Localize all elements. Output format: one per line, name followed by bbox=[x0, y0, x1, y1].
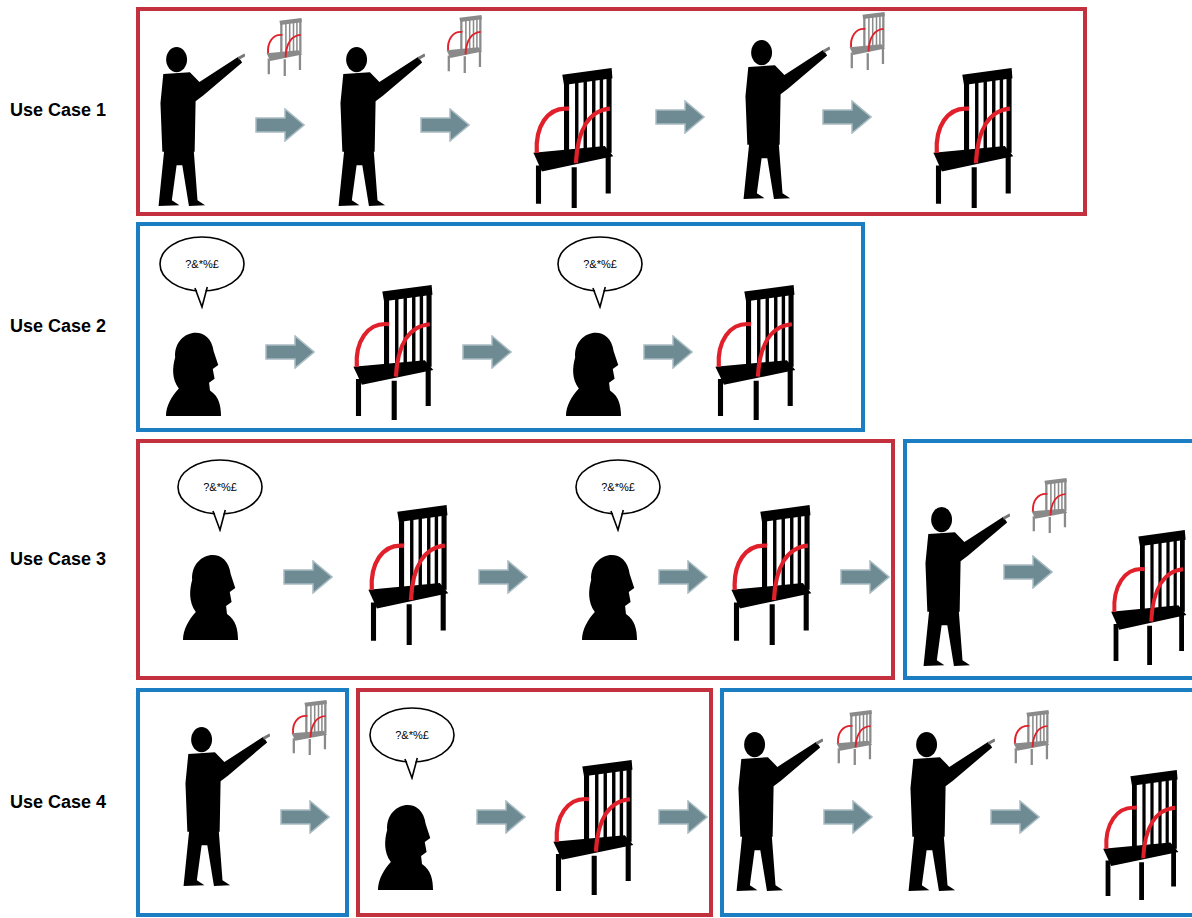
speech-text: ?&*%£ bbox=[583, 258, 617, 270]
speech-bubble: ?&*%£ bbox=[556, 235, 644, 309]
flow-arrow bbox=[644, 336, 692, 368]
row-label: Use Case 2 bbox=[10, 316, 106, 337]
flow-arrow bbox=[477, 801, 525, 833]
pointing-person bbox=[924, 507, 1010, 666]
speech-bubble: ?&*%£ bbox=[368, 706, 456, 780]
frame-red bbox=[138, 441, 893, 678]
target-chair bbox=[1014, 710, 1050, 765]
flow-arrow bbox=[991, 801, 1039, 833]
child-head bbox=[183, 555, 238, 640]
flow-arrow bbox=[281, 801, 329, 833]
flow-arrow bbox=[656, 101, 704, 133]
bubble-outline bbox=[574, 458, 662, 532]
flow-arrow bbox=[284, 561, 332, 593]
target-chair bbox=[837, 710, 873, 765]
target-chair bbox=[292, 700, 328, 755]
pointing-person bbox=[159, 47, 245, 206]
row-label: Use Case 1 bbox=[10, 100, 106, 121]
flow-arrow bbox=[659, 561, 707, 593]
child-head bbox=[582, 555, 637, 640]
row-label: Use Case 4 bbox=[10, 792, 106, 813]
bubble-tail-fill bbox=[405, 754, 417, 778]
speech-text: ?&*%£ bbox=[395, 729, 429, 741]
bubble-tail bbox=[195, 287, 207, 307]
speech-bubble: ?&*%£ bbox=[574, 458, 662, 532]
pointing-person bbox=[744, 40, 830, 199]
pointing-person bbox=[737, 732, 823, 891]
speech-bubble: ?&*%£ bbox=[158, 235, 246, 309]
frame-red bbox=[138, 9, 1085, 214]
child-head bbox=[166, 333, 221, 416]
chair bbox=[1103, 770, 1178, 900]
bubble-body: ?&*%£ bbox=[176, 458, 264, 516]
target-chair bbox=[267, 18, 303, 76]
child-head bbox=[566, 333, 621, 416]
pointing-person bbox=[184, 727, 270, 886]
target-chair bbox=[447, 15, 483, 73]
bubble-tail-fill bbox=[611, 506, 623, 530]
flow-arrow bbox=[659, 801, 707, 833]
flow-arrow bbox=[479, 561, 527, 593]
chair bbox=[731, 505, 811, 645]
flow-arrow bbox=[823, 101, 871, 133]
bubble-body: ?&*%£ bbox=[158, 235, 246, 293]
frame-blue bbox=[138, 224, 863, 430]
target-chair bbox=[850, 12, 886, 70]
flow-arrow bbox=[841, 561, 889, 593]
flow-arrow bbox=[1004, 556, 1052, 588]
frame-red bbox=[358, 690, 711, 915]
pointing-person bbox=[909, 732, 995, 891]
bubble-ellipse bbox=[160, 237, 244, 291]
bubble-tail bbox=[611, 510, 623, 530]
speech-text: ?&*%£ bbox=[185, 258, 219, 270]
speech-bubble: ?&*%£ bbox=[176, 458, 264, 532]
bubble-ellipse bbox=[178, 460, 262, 514]
bubble-body: ?&*%£ bbox=[556, 235, 644, 293]
row-label: Use Case 3 bbox=[10, 549, 106, 570]
speech-text: ?&*%£ bbox=[203, 481, 237, 493]
chair bbox=[933, 68, 1013, 208]
bubble-tail-fill bbox=[593, 283, 605, 307]
chair bbox=[368, 505, 448, 645]
bubble-tail bbox=[405, 758, 417, 778]
flow-arrow bbox=[824, 801, 872, 833]
bubble-outline bbox=[556, 235, 644, 309]
speech-text: ?&*%£ bbox=[601, 481, 635, 493]
bubble-outline bbox=[176, 458, 264, 532]
bubble-body: ?&*%£ bbox=[368, 706, 456, 764]
bubble-ellipse bbox=[576, 460, 660, 514]
pointing-person bbox=[339, 47, 425, 206]
bubble-tail-fill bbox=[195, 283, 207, 307]
frame-blue bbox=[138, 690, 347, 915]
bubble-tail bbox=[593, 287, 605, 307]
bubble-ellipse bbox=[558, 237, 642, 291]
bubble-tail-fill bbox=[213, 506, 225, 530]
frame-blue bbox=[905, 441, 1192, 678]
chair bbox=[715, 285, 795, 420]
bubble-tail bbox=[213, 510, 225, 530]
child-head bbox=[378, 805, 433, 890]
chair bbox=[533, 68, 613, 208]
bubble-outline bbox=[368, 706, 456, 780]
chair bbox=[1111, 530, 1186, 665]
chair bbox=[353, 285, 433, 420]
chair bbox=[553, 760, 633, 895]
flow-arrow bbox=[256, 109, 304, 141]
frame-blue bbox=[722, 690, 1192, 915]
bubble-body: ?&*%£ bbox=[574, 458, 662, 516]
flow-arrow bbox=[463, 336, 511, 368]
bubble-outline bbox=[158, 235, 246, 309]
flow-arrow bbox=[266, 336, 314, 368]
flow-arrow bbox=[421, 109, 469, 141]
target-chair bbox=[1032, 478, 1068, 533]
bubble-ellipse bbox=[370, 708, 454, 762]
